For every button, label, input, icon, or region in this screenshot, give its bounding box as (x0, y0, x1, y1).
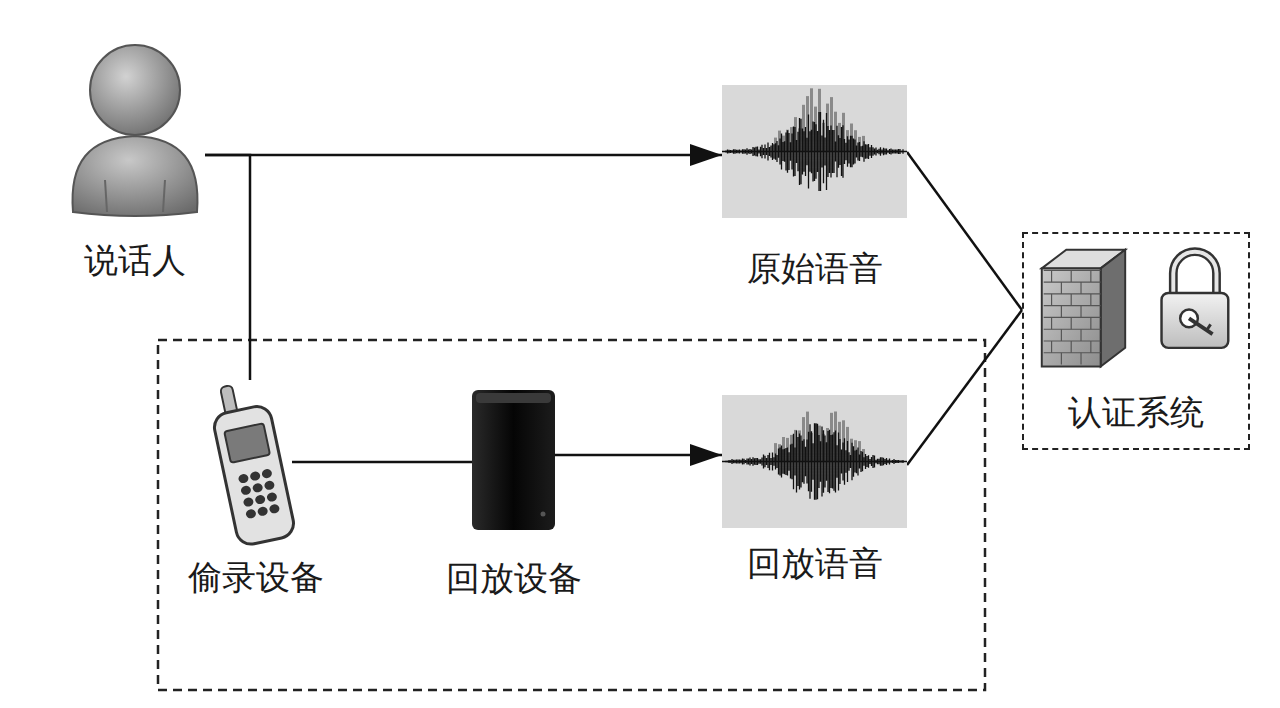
connector (205, 155, 250, 380)
connector (205, 154, 722, 157)
node-label: 认证系统 (1068, 392, 1204, 433)
connector (555, 454, 722, 457)
connector (292, 461, 472, 464)
connector (907, 152, 1022, 310)
phone-icon (220, 380, 292, 545)
connector (907, 310, 1022, 465)
node-label: 说话人 (84, 240, 186, 281)
wave-node: 原始语音 (722, 85, 907, 218)
node-label: 回放语音 (747, 543, 883, 584)
wave-icon (722, 85, 907, 218)
wave-icon (722, 395, 907, 528)
person-icon (65, 40, 205, 215)
auth-box: 认证系统 (1022, 232, 1250, 450)
node-label: 原始语音 (747, 248, 883, 289)
wave-node: 回放语音 (722, 395, 907, 528)
node-label: 偷录设备 (188, 557, 324, 598)
phone-node: 偷录设备 (220, 380, 292, 545)
person-node: 说话人 (65, 40, 205, 215)
dashed-region (158, 340, 985, 690)
speaker-icon (472, 390, 555, 530)
speaker-node: 回放设备 (472, 390, 555, 530)
node-label: 回放设备 (446, 558, 582, 599)
